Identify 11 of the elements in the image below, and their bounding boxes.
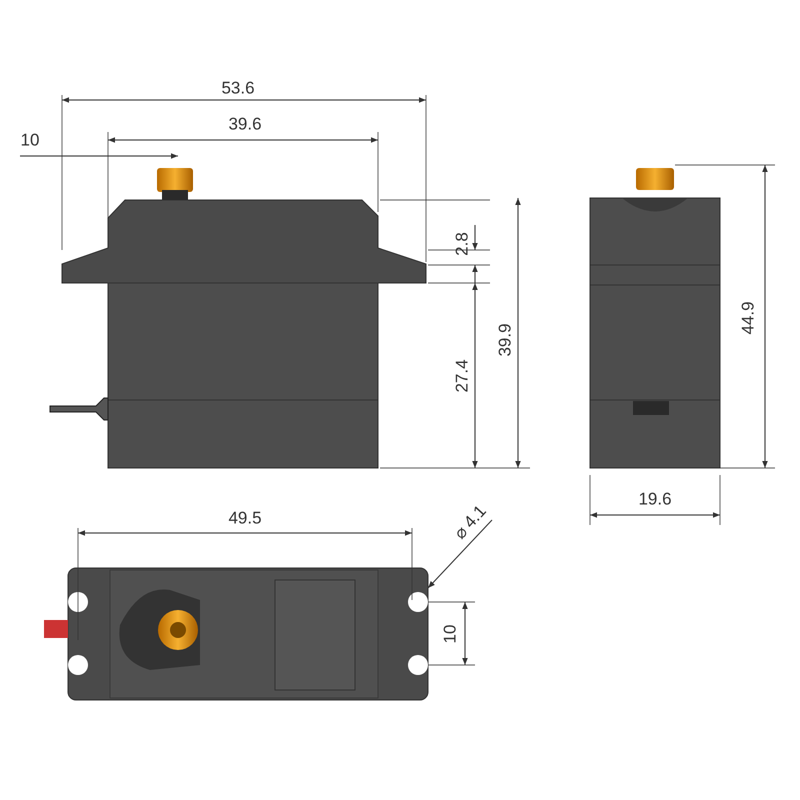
dimension-label: 27.4 <box>454 359 470 393</box>
dimension-label: ⌀ 4.1 <box>450 502 490 542</box>
dimension-label: 10 <box>20 132 40 148</box>
dimension-label: 39.6 <box>228 116 262 132</box>
dimension-label: 53.6 <box>221 80 255 96</box>
dimension-label: 39.9 <box>496 323 514 357</box>
dimension-label: 19.6 <box>638 490 672 508</box>
dimension-label: 44.9 <box>740 301 756 335</box>
dimension-label: 10 <box>442 624 458 644</box>
dimension-label: 49.5 <box>228 510 262 526</box>
dimension-label: 2.8 <box>454 232 470 256</box>
